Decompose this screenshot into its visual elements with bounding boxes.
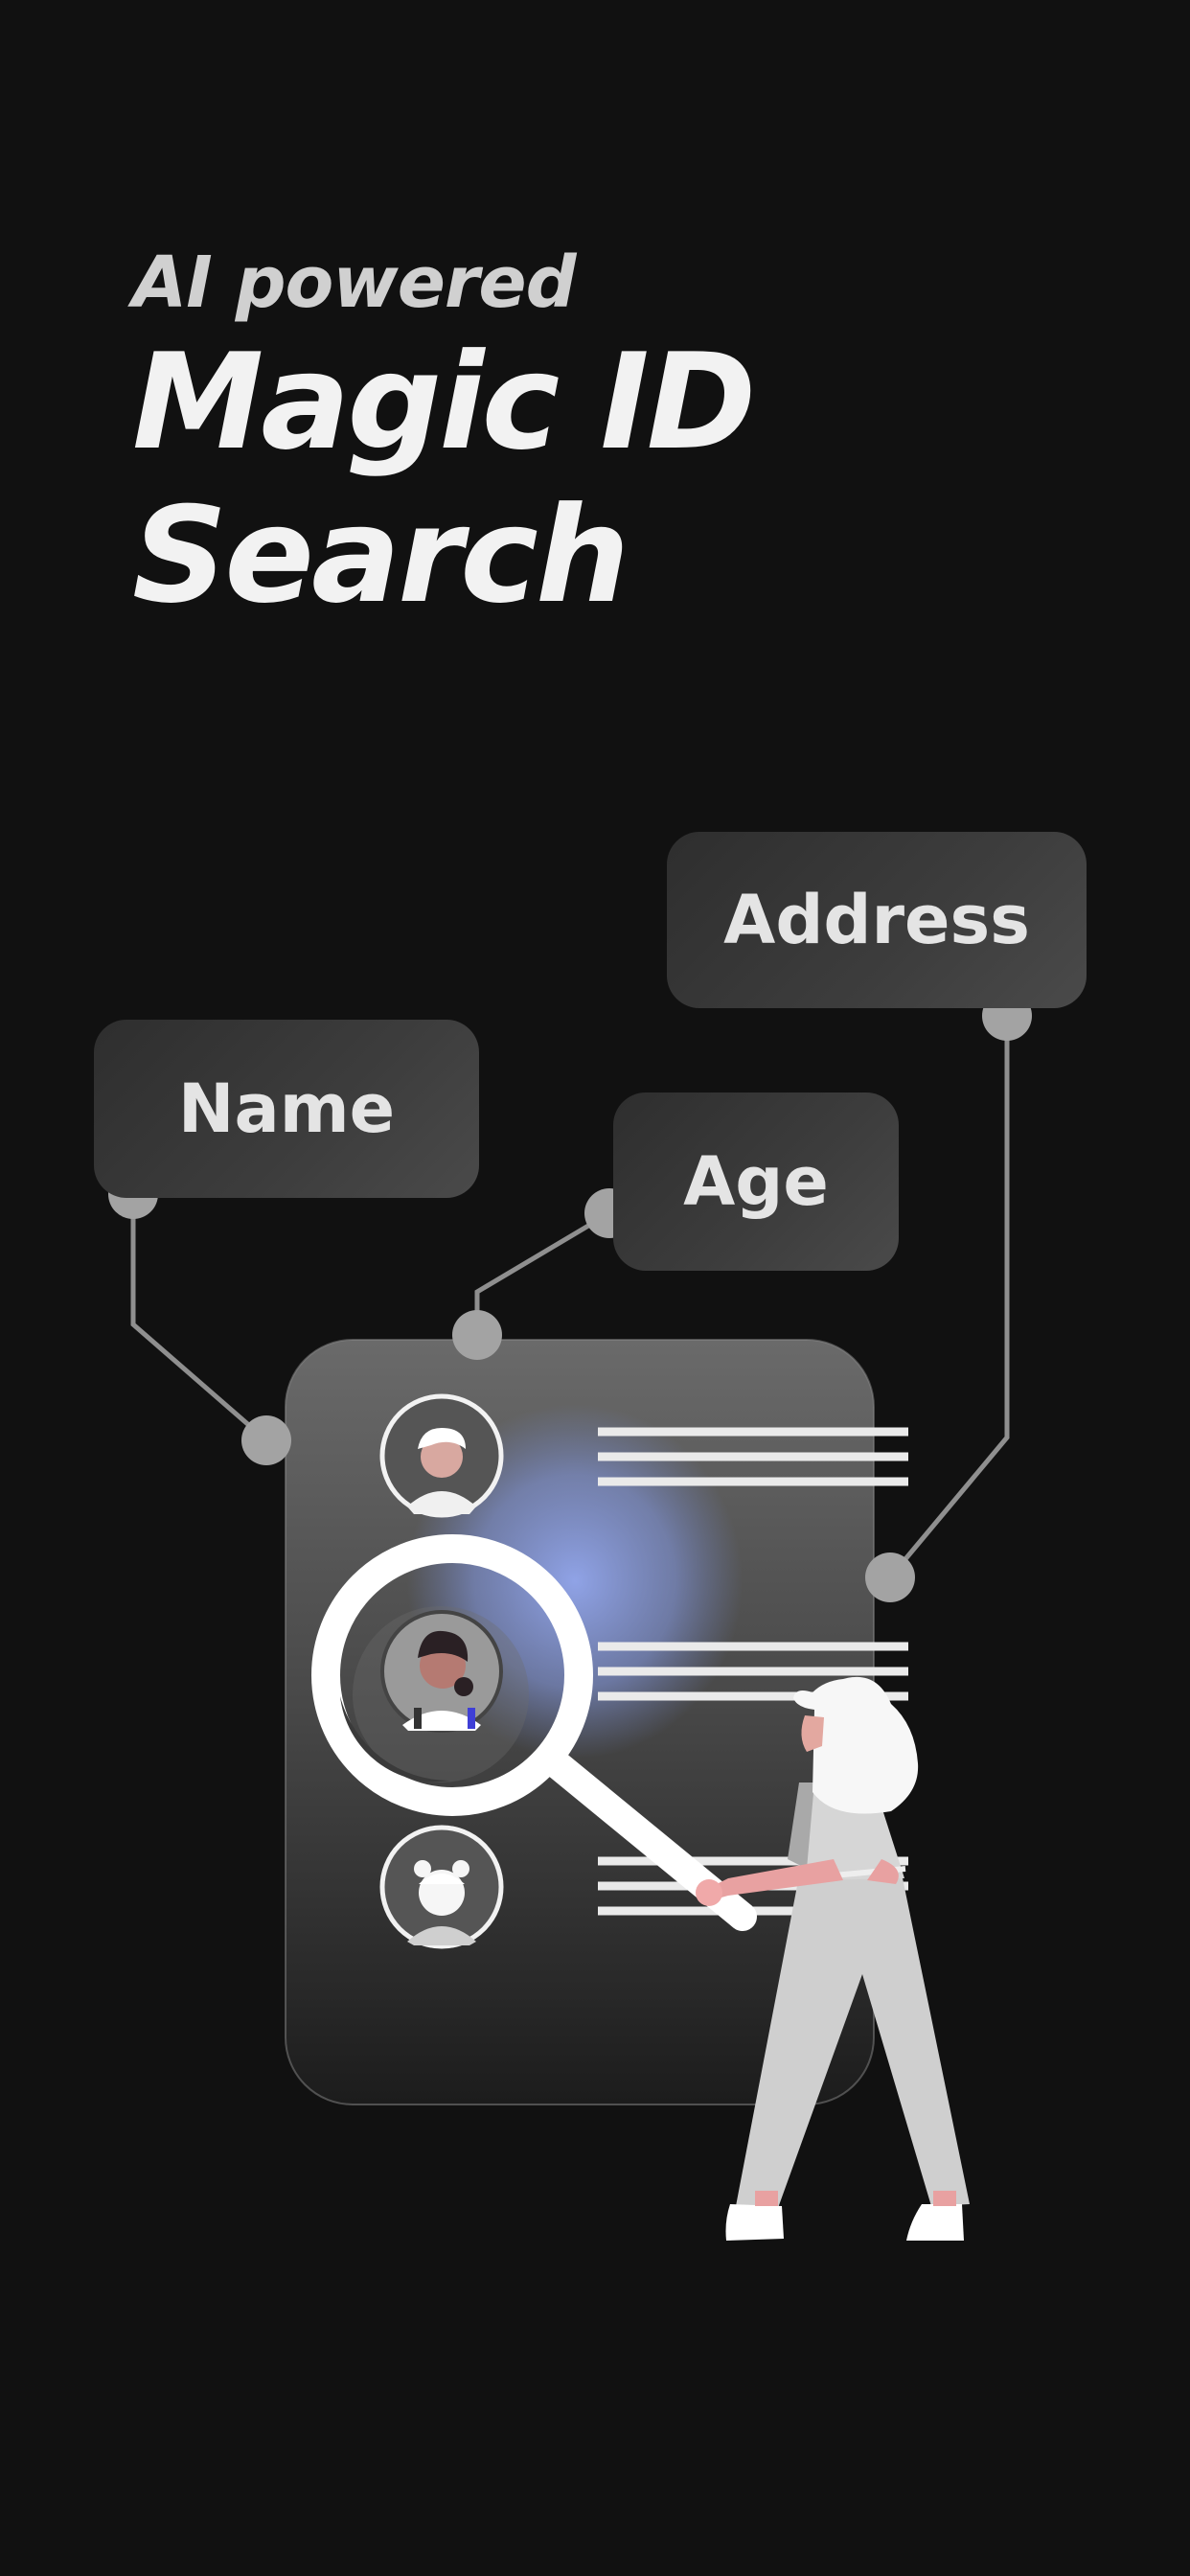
headline: AI powered Magic ID Search — [132, 240, 1090, 632]
avatar-profile-1 — [379, 1393, 504, 1518]
headline-subtitle: AI powered — [132, 242, 577, 324]
address-field-card: Address — [667, 832, 1087, 1008]
connector-name — [130, 1194, 268, 1442]
avatar-profile-3 — [379, 1825, 504, 1949]
connector-address — [888, 1016, 1010, 1579]
name-field-card: Name — [94, 1020, 479, 1198]
avatar-profile-2 — [380, 1610, 503, 1733]
connector-dot-name-bottom — [241, 1415, 291, 1465]
connector-dot-age-bottom — [452, 1310, 502, 1360]
headline-title-line-1: Magic ID — [132, 325, 756, 479]
connector-dot-address-bottom — [865, 1552, 915, 1602]
age-field-card: Age — [613, 1092, 899, 1271]
connector-age — [474, 1210, 611, 1335]
address-field-label: Address — [723, 881, 1030, 959]
age-field-label: Age — [683, 1142, 829, 1221]
headline-title-line-2: Search — [132, 478, 629, 632]
woman-figure — [696, 1676, 970, 2241]
name-field-label: Name — [177, 1070, 396, 1148]
